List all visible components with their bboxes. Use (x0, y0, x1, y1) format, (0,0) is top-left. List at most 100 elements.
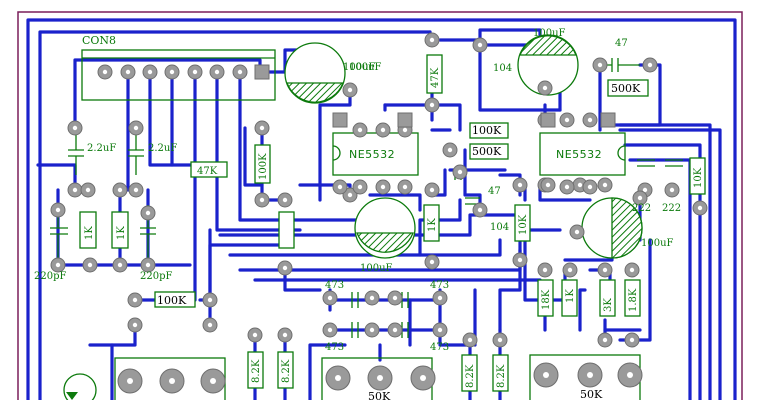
pad-hole (327, 327, 333, 333)
svg-text:500K: 500K (611, 82, 641, 95)
pad-hole (357, 184, 363, 190)
pad-hole (477, 207, 483, 213)
pad-hole (72, 187, 78, 193)
svg-text:104: 104 (493, 63, 512, 74)
pad-hole (602, 267, 608, 273)
svg-text:NE5532: NE5532 (556, 148, 602, 161)
pad-hole (429, 259, 435, 265)
pad-hole (542, 85, 548, 91)
svg-text:47K: 47K (430, 67, 441, 88)
pad-hole (564, 184, 570, 190)
pad-hole (637, 195, 643, 201)
square-pad (332, 112, 348, 128)
svg-text:473: 473 (430, 342, 449, 353)
resistor-18K-a: 18K (537, 279, 554, 317)
pad-hole (402, 184, 408, 190)
svg-text:NE5532: NE5532 (349, 148, 395, 161)
pad-hole (629, 267, 635, 273)
pad-hole (542, 267, 548, 273)
square-pad (254, 64, 270, 80)
pad-hole (420, 375, 426, 381)
pad-hole (145, 262, 151, 268)
pad-hole (72, 125, 78, 131)
pad-hole (117, 187, 123, 193)
pad-hole (647, 62, 653, 68)
svg-text:47: 47 (488, 186, 501, 197)
pad-hole (577, 182, 583, 188)
svg-text:220pF: 220pF (34, 271, 66, 282)
resistor-100K-mid: 100K (469, 122, 509, 139)
svg-text:100K: 100K (157, 294, 187, 307)
pad-hole (497, 337, 503, 343)
svg-text:8.2K: 8.2K (496, 364, 507, 388)
resistor-100K-bottom: 100K (154, 291, 196, 308)
pad-hole (133, 187, 139, 193)
pad-hole (102, 69, 108, 75)
resistor-8-2K-d: 8.2K (492, 354, 509, 392)
svg-text:1K: 1K (427, 218, 438, 232)
resistor-3K: 3K (599, 279, 616, 317)
resistor-100K-left: 100K (254, 144, 271, 184)
svg-text:2.2uF: 2.2uF (87, 143, 116, 154)
pad-hole (169, 378, 175, 384)
pad-hole (642, 187, 648, 193)
pad-hole (252, 332, 258, 338)
svg-text:473: 473 (325, 280, 344, 291)
square-pad (600, 112, 616, 128)
svg-text:104: 104 (490, 222, 509, 233)
pad-hole (597, 62, 603, 68)
pad-hole (545, 182, 551, 188)
svg-text:500K: 500K (472, 145, 502, 158)
pad-hole (192, 69, 198, 75)
led-symbol (63, 373, 97, 400)
pad-hole (145, 210, 151, 216)
pad-hole (587, 117, 593, 123)
pad-hole (587, 372, 593, 378)
pad-hole (282, 265, 288, 271)
pad-hole (567, 267, 573, 273)
pad-hole (377, 375, 383, 381)
pad-hole (429, 37, 435, 43)
pad-hole (669, 187, 675, 193)
pad-hole (392, 327, 398, 333)
resistor-1K-mid: 1K (423, 204, 440, 242)
pad-hole (347, 192, 353, 198)
board-outline (17, 11, 743, 400)
pad-hole (87, 262, 93, 268)
pad-hole (629, 337, 635, 343)
resistor-500K-mid: 500K (469, 143, 509, 160)
pad-hole (369, 295, 375, 301)
pad-hole (380, 184, 386, 190)
pad-hole (337, 184, 343, 190)
connector-con8: CON8 (81, 34, 276, 101)
svg-text:1K: 1K (84, 226, 95, 240)
resistor-8-2K-a: 8.2K (247, 351, 264, 389)
resistor-1K-b: 1K (111, 211, 129, 249)
pad-hole (85, 187, 91, 193)
pad-hole (447, 147, 453, 153)
svg-text:100uF: 100uF (360, 263, 393, 274)
svg-text:47K: 47K (197, 166, 218, 177)
cap-100uF-right: 100uF (581, 197, 674, 259)
pad-hole (127, 378, 133, 384)
pad-hole (357, 127, 363, 133)
pad-hole (429, 187, 435, 193)
pad-hole (564, 117, 570, 123)
pad-hole (602, 337, 608, 343)
pad-hole (587, 184, 593, 190)
pad-hole (147, 69, 153, 75)
svg-text:8.2K: 8.2K (251, 359, 262, 383)
svg-text:100K: 100K (258, 153, 269, 180)
cap-100uF-top-a: 100uF (284, 42, 376, 104)
svg-text:100uF: 100uF (349, 62, 382, 73)
pad-hole (55, 262, 61, 268)
pad-hole (627, 372, 633, 378)
pad-hole (602, 182, 608, 188)
pad-hole (477, 42, 483, 48)
pad-hole (574, 229, 580, 235)
pad-hole (429, 102, 435, 108)
resistor-10K-mid: 10K (514, 204, 531, 242)
pad-hole (125, 69, 131, 75)
pad-hole (335, 375, 341, 381)
component-labels: 100uF 47 104 2.2uF 2.2uF 220pF 220pF 47 … (34, 38, 681, 353)
